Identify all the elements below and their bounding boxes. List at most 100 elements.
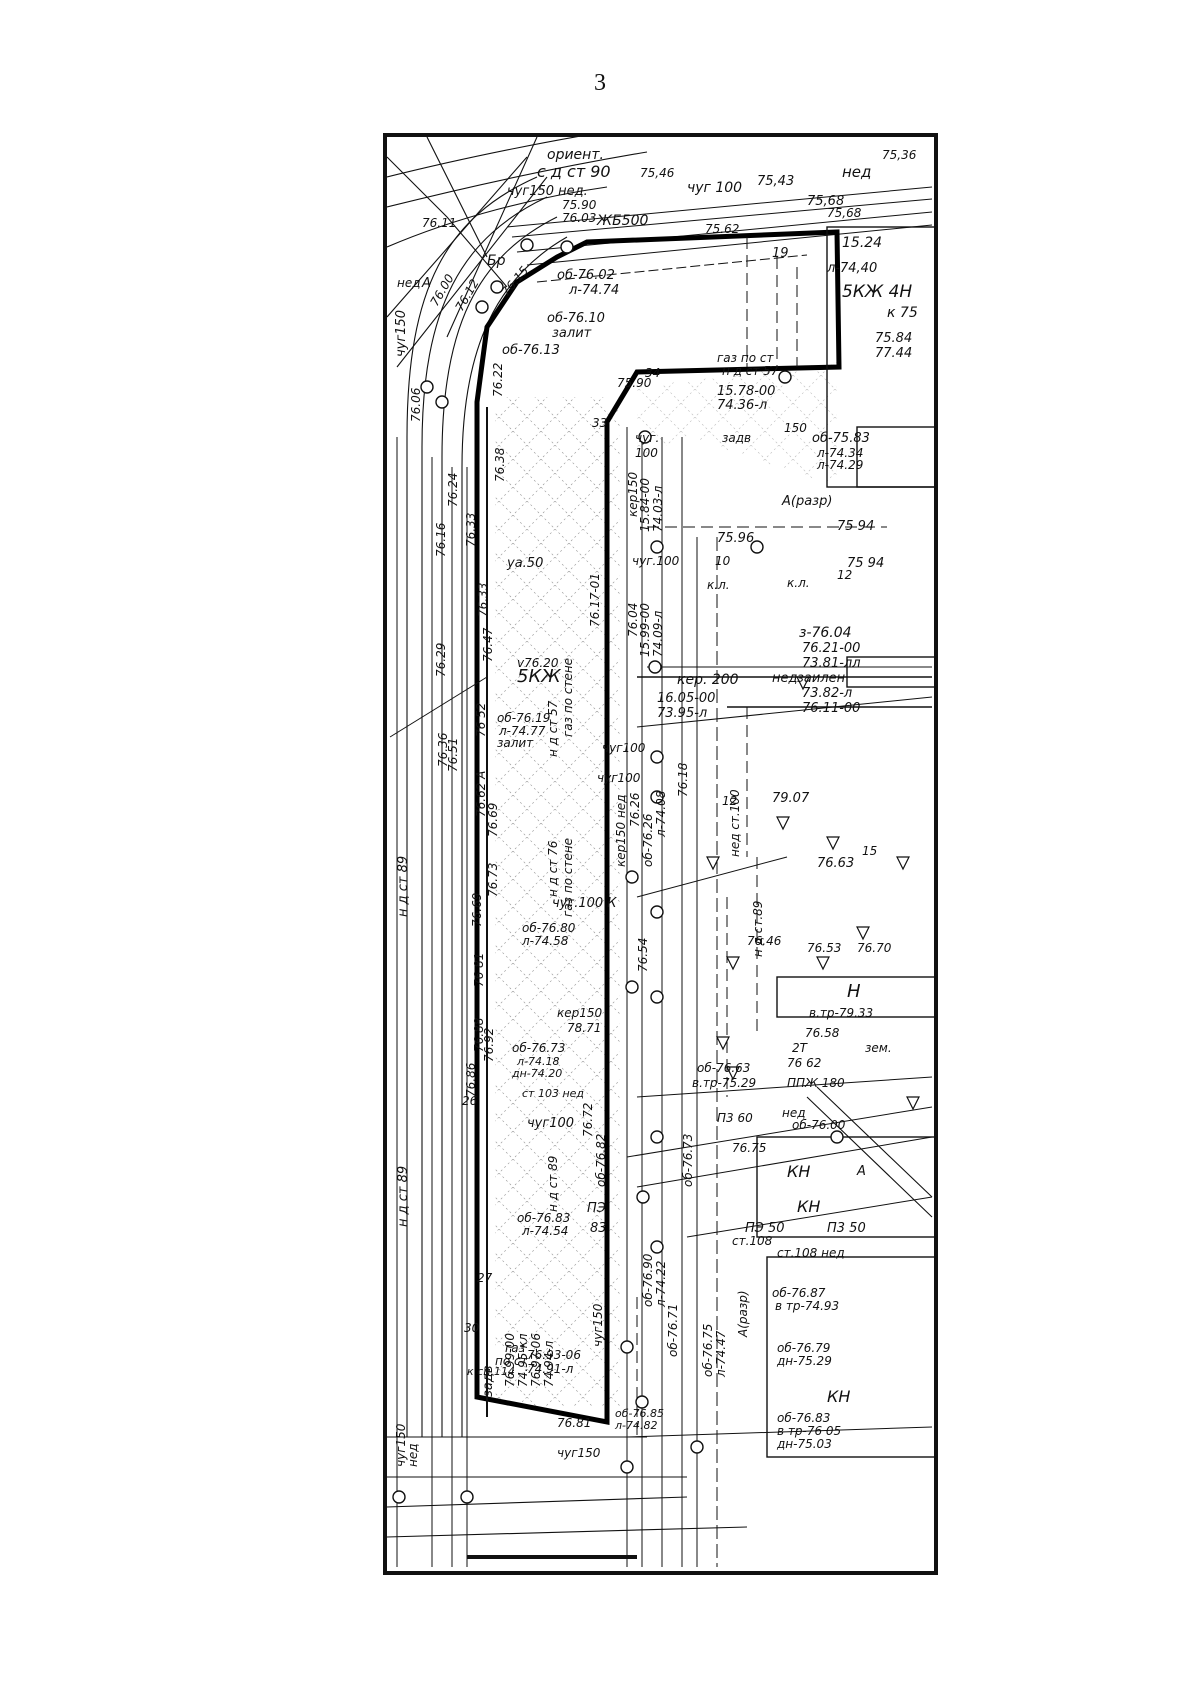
map-label: уа.50 bbox=[506, 556, 543, 571]
map-label: чуг.100 К bbox=[552, 896, 617, 911]
map-label: 75,68 bbox=[827, 206, 862, 220]
map-label: 12 bbox=[837, 568, 852, 582]
map-label: 76.99-00 bbox=[503, 1333, 517, 1387]
survey-map: ориент. с д ст 90 чуг 100 75,43 нед 75,3… bbox=[383, 133, 938, 1575]
map-label: 76.54 bbox=[636, 938, 650, 972]
map-label: чуг150 bbox=[394, 1423, 408, 1467]
map-label: 76.17-01 bbox=[588, 573, 602, 627]
map-label: 16.05-00 bbox=[657, 691, 715, 706]
map-label: дн-75.29 bbox=[776, 1354, 832, 1368]
map-label: 76.03 bbox=[562, 211, 596, 225]
map-label: 76.16 bbox=[434, 522, 448, 557]
map-label: 33 bbox=[592, 416, 607, 430]
map-label: кер150 bbox=[626, 471, 640, 517]
map-label: заилен bbox=[797, 671, 846, 686]
map-label: к 75 bbox=[887, 305, 918, 321]
map-label: об-76.13 bbox=[502, 343, 560, 358]
map-label: 76.72 bbox=[581, 1103, 595, 1137]
map-label: об-76.80 bbox=[522, 921, 576, 935]
map-label: 76.93-06 bbox=[527, 1348, 581, 1362]
map-label: нед ст.100 bbox=[728, 789, 742, 857]
map-label: 30 bbox=[464, 1321, 480, 1335]
map-label: л-74.77 bbox=[498, 724, 546, 738]
map-label: 19 bbox=[772, 246, 789, 261]
map-label: дн-75.03 bbox=[776, 1437, 832, 1451]
map-label: 76.53 bbox=[807, 941, 841, 955]
map-label: 76.18 bbox=[676, 762, 690, 797]
manhole-symbols bbox=[392, 238, 844, 1504]
map-label: об-76.02 bbox=[557, 268, 615, 283]
map-label: н д ст 89 bbox=[396, 856, 411, 917]
map-label: 75 94 bbox=[847, 556, 884, 571]
map-label: об-76.26 bbox=[641, 813, 655, 867]
map-label: л-74.82 bbox=[614, 1419, 658, 1432]
map-label: залит bbox=[552, 326, 592, 341]
map-label: 76.24 bbox=[446, 473, 460, 507]
map-label: КН bbox=[787, 1162, 810, 1181]
map-label: с д ст 90 bbox=[537, 162, 611, 181]
map-label: 76.46 bbox=[747, 934, 782, 948]
map-label: 26 bbox=[462, 1094, 478, 1108]
map-label: 76.33 bbox=[476, 583, 490, 617]
map-label: А bbox=[856, 1164, 866, 1179]
map-label: 2Т bbox=[792, 1041, 809, 1055]
building-outline bbox=[474, 229, 842, 1426]
map-label: л-74.18 bbox=[516, 1055, 560, 1068]
map-label: л-74.29 bbox=[816, 458, 863, 472]
map-label: 76.69 bbox=[470, 893, 484, 927]
map-label: об-76.71 bbox=[666, 1304, 680, 1357]
map-label: А(разр) bbox=[781, 494, 832, 509]
map-label: задв bbox=[481, 1365, 496, 1397]
map-label: л-74.47 bbox=[714, 1330, 728, 1378]
map-label: 75.84 bbox=[875, 331, 912, 346]
utility-lines-top bbox=[506, 186, 933, 283]
map-label: 74.03-л bbox=[651, 485, 665, 532]
map-labels-vertical: 76.22 76.38 чуг150 76.06 76.16 76.24 76.… bbox=[394, 264, 765, 1467]
map-label: залит bbox=[497, 736, 534, 750]
building-hatch bbox=[495, 397, 620, 1407]
map-label: ППЖ 180 bbox=[787, 1076, 845, 1090]
map-label: 15.24 bbox=[842, 235, 882, 251]
map-label: газ по стене bbox=[561, 838, 575, 917]
map-label: 74.91-л bbox=[527, 1362, 574, 1376]
map-label: 76.97-06 bbox=[529, 1333, 543, 1387]
map-label: нед bbox=[397, 276, 421, 290]
map-label: чуг100 bbox=[597, 771, 641, 785]
map-label: л-74.22 bbox=[654, 1261, 668, 1308]
map-label: об-76.83 bbox=[517, 1211, 570, 1225]
map-label: 78.71 bbox=[567, 1021, 601, 1035]
map-label: 76 62 bbox=[787, 1056, 821, 1070]
map-label: об-76.73 bbox=[681, 1134, 695, 1187]
map-label: нед bbox=[782, 1106, 806, 1120]
map-label: чуг. bbox=[635, 431, 659, 445]
map-label: л-74.74 bbox=[568, 283, 619, 298]
map-label: ориент. bbox=[547, 147, 604, 163]
map-label: КН bbox=[797, 1197, 820, 1216]
map-label: 74.94-л bbox=[542, 1340, 556, 1387]
map-label: П3 60 bbox=[717, 1111, 753, 1125]
map-label: 74.09-л bbox=[651, 610, 665, 657]
map-label: газ по стене bbox=[561, 658, 575, 737]
map-label: газ по ст bbox=[717, 351, 774, 365]
map-label: нед bbox=[842, 163, 871, 181]
map-label: чуг150 bbox=[591, 1303, 605, 1347]
map-label: 76 52 bbox=[474, 703, 488, 737]
map-label: к.л. bbox=[787, 576, 810, 590]
map-label: 76.88 bbox=[472, 1017, 486, 1052]
map-label: 73.82-л bbox=[802, 686, 852, 701]
map-label: н д ст 89 bbox=[396, 1166, 411, 1227]
map-label: по ст bbox=[495, 1354, 529, 1368]
survey-map-drawing: ориент. с д ст 90 чуг 100 75,43 нед 75,3… bbox=[387, 137, 934, 1567]
map-label: н д ст 89 bbox=[546, 1156, 560, 1212]
map-label: ст.108 нед bbox=[777, 1246, 845, 1260]
map-label: об-76.00 bbox=[792, 1118, 846, 1132]
map-label: л-74.08 bbox=[654, 790, 668, 838]
map-label: 76.33 bbox=[464, 513, 478, 547]
map-label: 5КЖ bbox=[517, 666, 561, 687]
map-label: чуг100 bbox=[527, 1116, 574, 1131]
map-label: 76.06 bbox=[409, 387, 423, 422]
map-label: 15.84-00 bbox=[638, 478, 652, 532]
map-label: 76.51 bbox=[446, 738, 460, 772]
map-label: об-76.83 bbox=[777, 1411, 830, 1425]
map-label: об-75.83 bbox=[812, 431, 870, 446]
